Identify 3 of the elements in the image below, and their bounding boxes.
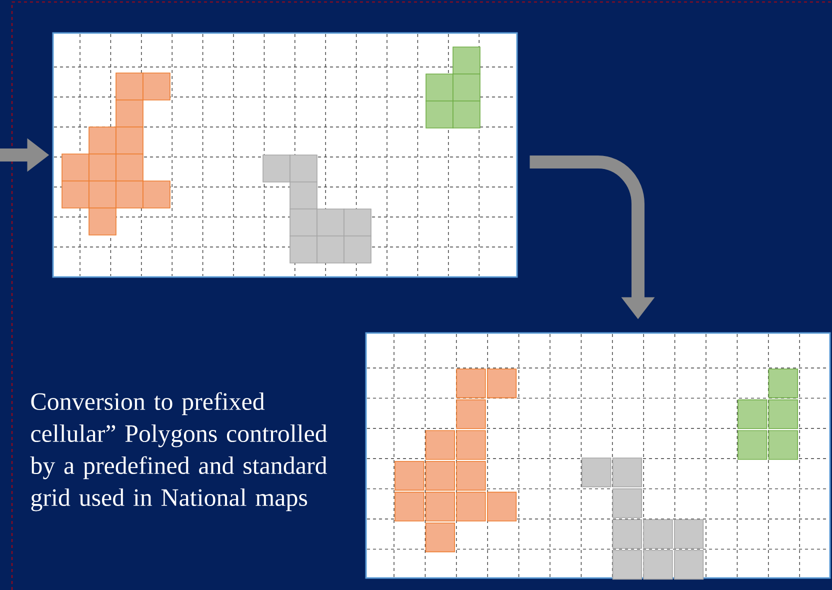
description-text: Conversion to prefixed cellular” Polygons controlled by a predefined and standard grid used in National maps (30, 392, 328, 512)
grid-map-drawing (52, 32, 518, 278)
grid-map-drawing (365, 332, 831, 580)
